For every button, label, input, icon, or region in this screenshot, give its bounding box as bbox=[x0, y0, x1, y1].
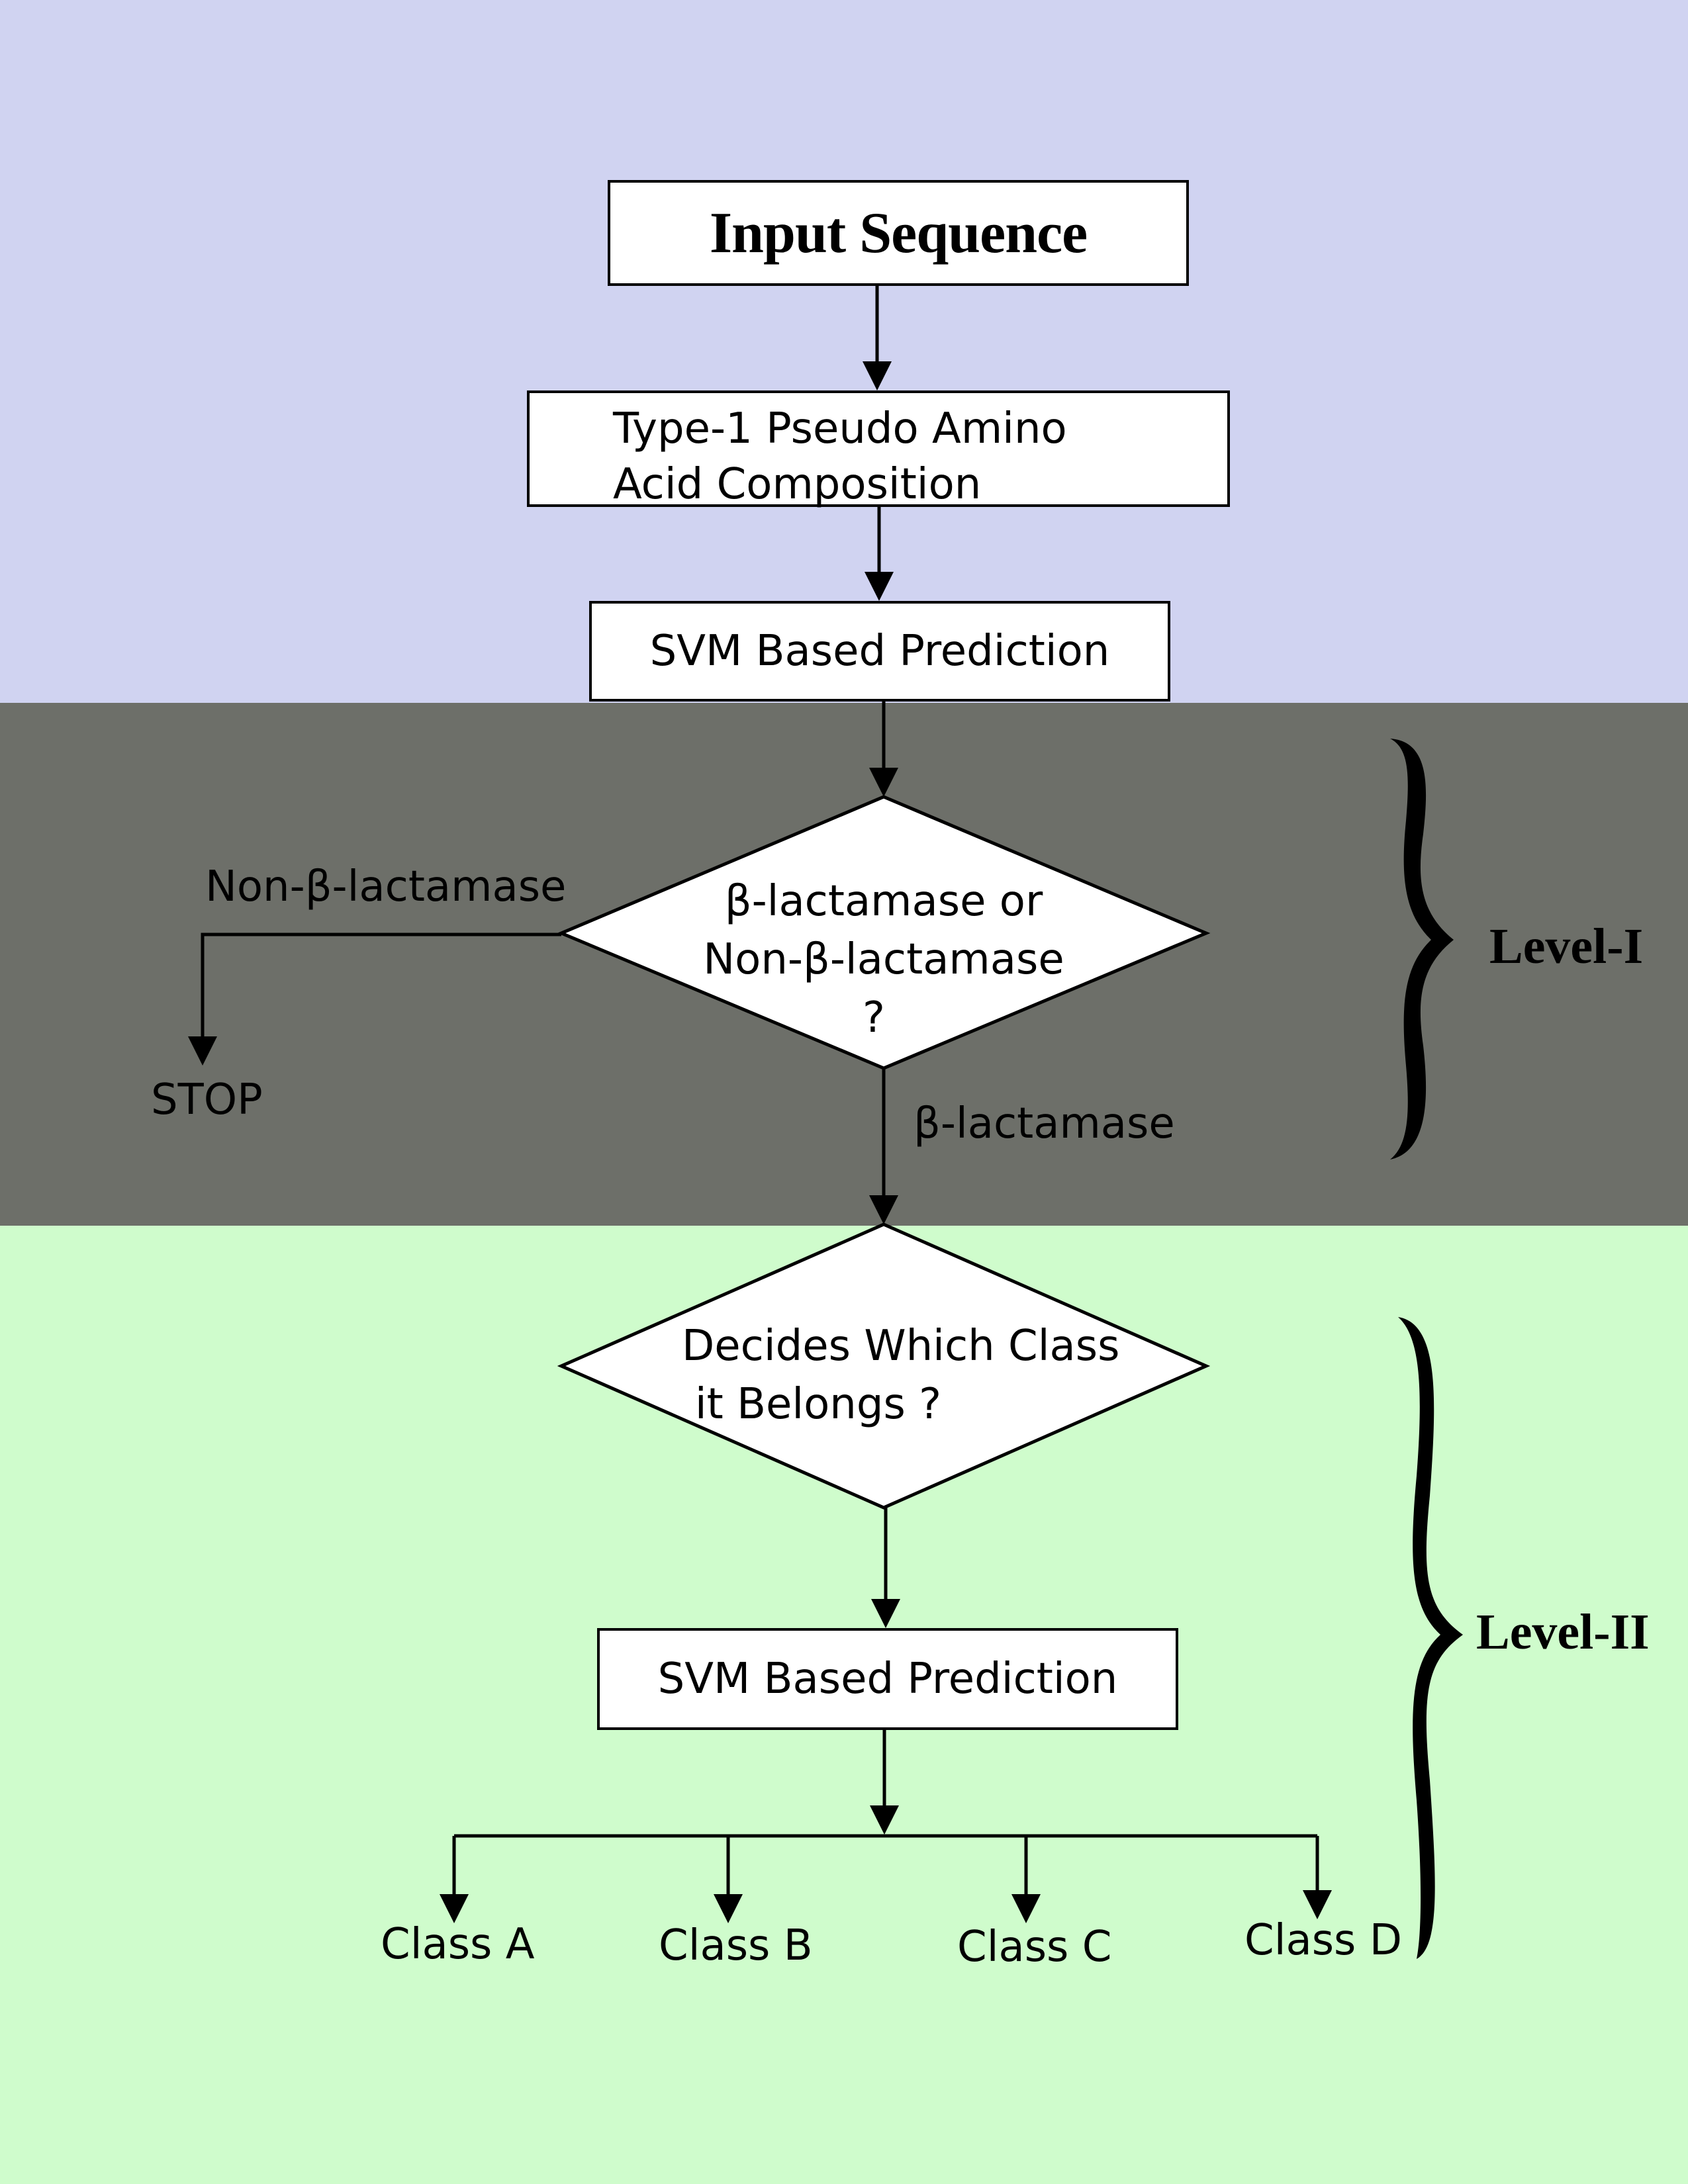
stop-label: STOP bbox=[151, 1075, 263, 1124]
decision2-line2: it Belongs ? bbox=[694, 1380, 942, 1429]
class-a-label: Class A bbox=[381, 1920, 535, 1969]
arrowhead-yes-to-decision2 bbox=[869, 1195, 898, 1224]
level-two-brace bbox=[1398, 1317, 1463, 1959]
arrowhead-pseaac-to-svm bbox=[865, 572, 894, 601]
decision1-line3: ? bbox=[863, 993, 885, 1042]
non-beta-lactamase-edge-label: Non-β-lactamase bbox=[205, 862, 567, 911]
pseaac-label-line1: Type-1 Pseudo Amino bbox=[613, 404, 1067, 453]
arrowhead-no-to-stop bbox=[188, 1036, 217, 1066]
svm-prediction-box-level1: SVM Based Prediction bbox=[589, 601, 1170, 702]
level-two-label: Level-II bbox=[1476, 1604, 1650, 1660]
decision2-line1: Decides Which Class bbox=[682, 1322, 1120, 1371]
input-sequence-label: Input Sequence bbox=[709, 201, 1088, 265]
class-c-label: Class C bbox=[957, 1923, 1112, 1972]
arrowhead-to-class-d bbox=[1303, 1890, 1332, 1919]
svm-prediction-box-level2: SVM Based Prediction bbox=[597, 1628, 1178, 1730]
arrowhead-to-class-c bbox=[1011, 1894, 1041, 1923]
class-b-label: Class B bbox=[659, 1921, 813, 1970]
input-sequence-box: Input Sequence bbox=[608, 180, 1189, 286]
decision2-diamond bbox=[557, 1222, 1211, 1510]
pseaac-box: Type-1 Pseudo Amino Acid Composition bbox=[527, 390, 1230, 509]
preprocessing-band bbox=[0, 0, 1688, 703]
decision1-line2: Non-β-lactamase bbox=[703, 935, 1064, 984]
decision1-line1: β-lactamase or bbox=[724, 877, 1043, 926]
svm-prediction-label-level1: SVM Based Prediction bbox=[649, 627, 1110, 676]
arrowhead-decision2-to-svm2 bbox=[871, 1599, 900, 1628]
arrowhead-to-class-b bbox=[714, 1894, 743, 1923]
class-d-label: Class D bbox=[1244, 1916, 1402, 1965]
beta-lactamase-edge-label: β-lactamase bbox=[914, 1099, 1175, 1148]
level-one-brace bbox=[1390, 739, 1454, 1160]
arrowhead-input-to-pseaac bbox=[863, 361, 892, 390]
arrowhead-svm2-to-split bbox=[870, 1805, 899, 1835]
svm-prediction-label-level2: SVM Based Prediction bbox=[657, 1655, 1118, 1704]
level-one-label: Level-I bbox=[1489, 919, 1644, 974]
arrowhead-svm-to-decision1 bbox=[869, 768, 898, 797]
arrow-no-to-stop bbox=[201, 933, 561, 1059]
arrowhead-to-class-a bbox=[440, 1894, 469, 1923]
pseaac-label-line2: Acid Composition bbox=[613, 460, 982, 509]
